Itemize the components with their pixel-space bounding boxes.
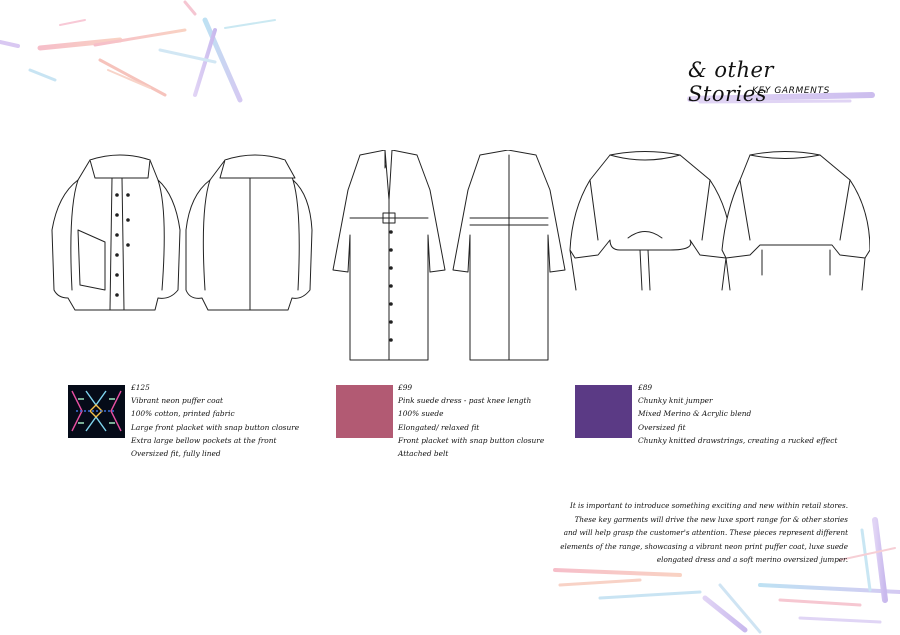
puffer-coat-detail: 100% cotton, printed fabric [131,409,235,419]
intro-line: These key garments will drive the new lu… [574,514,848,524]
suede-dress-name: Pink suede dress - past knee length [398,396,532,406]
knit-jumper-price: £89 [638,383,653,392]
suede-dress-price: £99 [398,383,413,392]
knit-jumper-detail: Mixed Merino & Acrylic blend [638,409,752,419]
puffer-coat-front-sketch [51,154,181,311]
knit-jumper-detail: Chunky knitted drawstrings, creating a r… [638,435,838,445]
knit-jumper-name: Chunky knit jumper [638,396,713,406]
intro-line: It is important to introduce something e… [570,501,848,510]
intro-paragraph: It is important to introduce something e… [548,499,848,567]
knit-jumper-description: £89 Chunky knit jumper Mixed Merino & Ac… [638,381,837,447]
intro-line: and will help grasp the customer's atten… [563,528,848,538]
puffer-coat-name: Vibrant neon puffer coat [131,396,223,406]
knit-jumper-detail: Oversized fit [638,422,686,432]
suede-dress-description: £99 Pink suede dress - past knee length … [398,381,544,460]
suede-dress-detail: Elongated/ relaxed fit [398,422,480,432]
suede-dress-detail: Front placket with snap button closure [398,435,545,445]
knit-jumper-back-sketch [721,151,870,291]
suede-dress-detail: Attached belt [398,448,449,458]
puffer-coat-back-sketch [185,154,313,311]
purple-knit-fabric-swatch [575,385,632,438]
puffer-coat-detail: Large front placket with snap button clo… [131,422,300,432]
pink-suede-fabric-swatch [336,385,393,438]
intro-line: elements of the range, showcasing a vibr… [560,541,848,551]
neon-print-fabric-swatch [68,385,125,438]
suede-dress-detail: 100% suede [398,409,444,419]
puffer-coat-detail: Oversized fit, fully lined [131,448,221,458]
knit-jumper-front-sketch [569,151,733,291]
suede-dress-front-sketch [332,150,446,361]
puffer-coat-detail: Extra large bellow pockets at the front [131,435,277,445]
puffer-coat-description: £125 Vibrant neon puffer coat 100% cotto… [131,381,299,460]
garment-flat-sketches [51,150,870,361]
intro-line: elongated dress and a soft merino oversi… [656,555,848,565]
puffer-coat-price: £125 [131,383,150,392]
suede-dress-back-sketch [452,150,566,361]
page-subtitle: KEY GARMENTS [752,86,830,96]
brand-logo-text: & other Stories [688,58,774,106]
